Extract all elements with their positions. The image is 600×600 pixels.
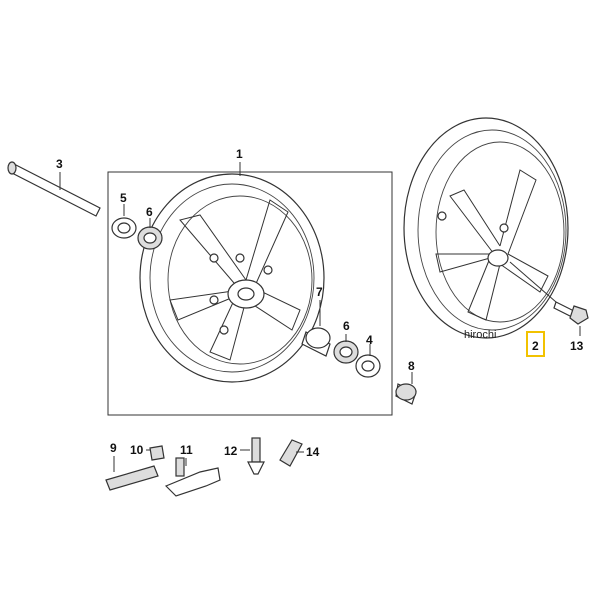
leader-line <box>509 261 557 303</box>
label-part-1: 1 <box>236 147 243 161</box>
disc-bolt <box>499 223 509 233</box>
label-part-11: 11 <box>180 443 193 457</box>
spoke <box>449 189 501 255</box>
seal-ring-bore <box>361 360 375 372</box>
spacer-bush <box>395 372 417 405</box>
wheel-rim-inner <box>149 183 315 373</box>
valve-stem-small <box>247 437 265 475</box>
axle <box>7 161 101 217</box>
rear-wheel <box>403 117 569 339</box>
label-part-6-left: 6 <box>146 205 153 219</box>
spoke <box>499 253 549 293</box>
label-part-7: 7 <box>316 285 323 299</box>
valve-nut <box>149 445 165 461</box>
bush-end <box>395 383 417 401</box>
valve <box>164 457 221 497</box>
stem-base <box>247 461 265 475</box>
valve-stem <box>175 457 185 477</box>
axle-head <box>7 161 17 175</box>
axle-shaft <box>9 163 101 217</box>
wheel-rim-outer <box>139 173 325 383</box>
disc-bolt <box>219 325 229 335</box>
stem-body <box>251 437 261 463</box>
spoke <box>245 199 289 289</box>
spoke <box>179 214 247 291</box>
distance-sleeve <box>301 300 331 357</box>
sleeve-end <box>305 327 331 349</box>
label-part-14: 14 <box>306 445 320 459</box>
assembly-frame <box>107 171 393 416</box>
wheel-rim-lip <box>167 195 313 365</box>
valve-body <box>164 467 221 497</box>
spoke <box>245 287 301 331</box>
spoke <box>209 295 247 361</box>
hub-bore <box>237 287 255 301</box>
wheel2-hub <box>487 249 509 267</box>
disc-bolt <box>209 253 219 263</box>
label-part-12: 12 <box>224 444 238 458</box>
label-part-2: 2 <box>532 339 539 353</box>
bolt <box>553 301 589 336</box>
label-part-6-right: 6 <box>343 319 350 333</box>
bolt-head <box>569 305 589 325</box>
valve-cap <box>279 439 303 467</box>
label-part-4: 4 <box>366 333 373 347</box>
label-part-9: 9 <box>110 441 117 455</box>
bearing-right-bore <box>339 346 353 358</box>
spoke <box>435 253 494 273</box>
spoke <box>499 169 537 255</box>
weight-strip <box>105 465 159 491</box>
highlight-box <box>526 331 545 357</box>
spoke <box>467 257 501 321</box>
wheel2-rim-outer <box>403 117 569 339</box>
spacer-ring-bore <box>117 222 131 234</box>
label-part-8: 8 <box>408 359 415 373</box>
disc-bolt <box>235 253 245 263</box>
disc-bolt <box>263 265 273 275</box>
spoke <box>169 289 241 321</box>
front-wheel <box>139 173 325 383</box>
disc-bolt <box>209 295 219 305</box>
label-part-10: 10 <box>130 443 144 457</box>
bearing-left-bore <box>143 232 157 244</box>
label-part-13: 13 <box>570 339 584 353</box>
watermark: hirochi <box>464 329 496 341</box>
wheel2-rim-inner <box>417 129 567 331</box>
label-part-3: 3 <box>56 157 63 171</box>
label-part-5: 5 <box>120 191 127 205</box>
wheel2-rim-lip <box>435 141 565 323</box>
disc-bolt <box>437 211 447 221</box>
